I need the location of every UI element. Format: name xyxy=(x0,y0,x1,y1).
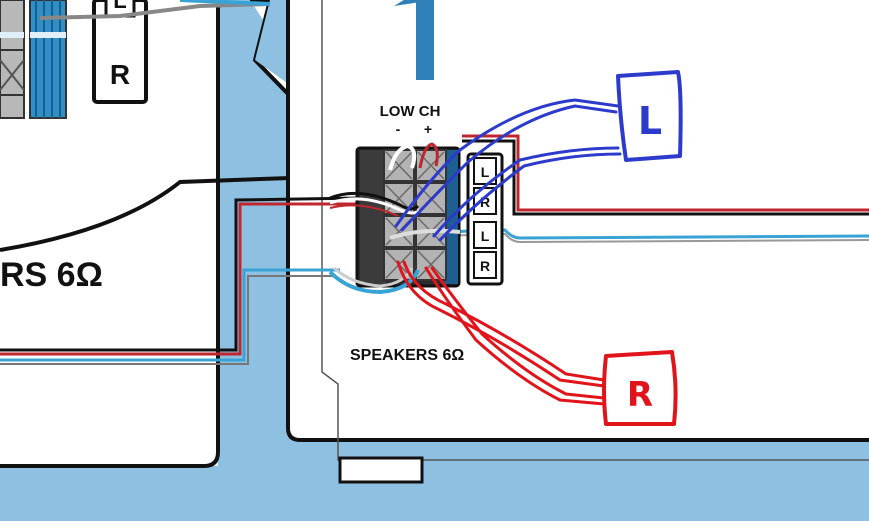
top-blue-cable xyxy=(179,0,271,6)
right-marker-box xyxy=(602,350,678,426)
minus-symbol: - xyxy=(396,121,401,137)
right-terminal-label-1: L xyxy=(481,164,490,180)
right-black-cable xyxy=(462,139,869,216)
left-marker-line-2 xyxy=(432,146,620,238)
right-speaker-label: SPEAKERS 6Ω xyxy=(350,347,464,364)
left-unit-panel-curve xyxy=(0,176,291,252)
right-marker-line-1 xyxy=(396,260,606,388)
bottom-tab xyxy=(338,456,424,484)
right-unit-outline xyxy=(286,0,869,442)
right-marker-line-2 xyxy=(424,266,606,406)
right-terminal-label-4: R xyxy=(480,258,490,274)
right-terminal-label-3: L xyxy=(481,228,490,244)
left-unit-outline xyxy=(0,0,220,468)
right-red-cable xyxy=(462,134,869,212)
right-terminal-label-2: R xyxy=(480,194,490,210)
left-lr-box xyxy=(92,0,148,104)
top-grey-cable xyxy=(39,2,271,20)
right-blue-cable xyxy=(439,228,869,240)
channel-header: LOW CH xyxy=(380,103,441,120)
speaker-terminal-block xyxy=(355,146,461,288)
left-red-cable xyxy=(0,202,360,356)
arrow-head xyxy=(394,0,434,6)
left-marker-text: L xyxy=(638,99,662,143)
left-speaker-label: RS 6Ω xyxy=(0,256,103,294)
arrow-shaft xyxy=(416,0,434,80)
right-unit-body xyxy=(288,0,869,440)
left-marker-line-1 xyxy=(394,98,620,228)
left-unit-gap xyxy=(255,0,290,85)
right-unit-inner-outline xyxy=(321,0,869,461)
right-marker-text: R xyxy=(627,375,653,415)
plus-symbol: + xyxy=(424,121,432,137)
left-blue-cable xyxy=(0,268,340,362)
left-terminal-label-l: L xyxy=(113,0,126,13)
left-terminal-label-r: R xyxy=(110,59,130,90)
left-terminal-grey xyxy=(0,0,25,119)
left-marker-box xyxy=(616,70,683,162)
left-black-cable xyxy=(0,196,361,352)
